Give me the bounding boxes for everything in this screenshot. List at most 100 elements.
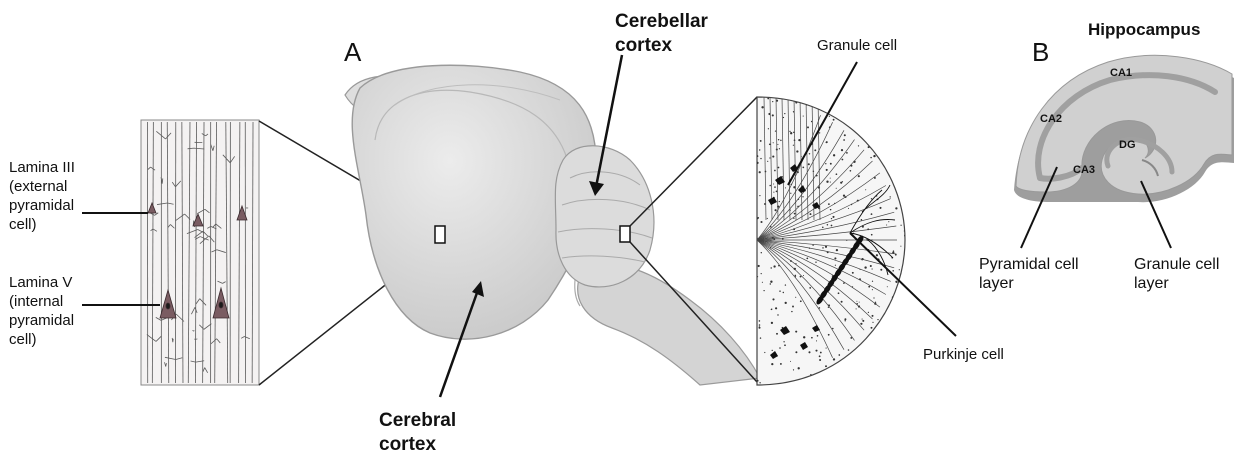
stipple-dot xyxy=(785,187,786,188)
stipple-dot xyxy=(772,101,773,102)
stipple-dot xyxy=(776,191,778,193)
stipple-dot xyxy=(815,261,816,262)
stipple-dot xyxy=(894,124,895,125)
stipple-dot xyxy=(803,116,804,117)
stipple-dot xyxy=(856,301,857,302)
stipple-dot xyxy=(904,230,905,231)
stipple-dot xyxy=(883,330,885,332)
stipple-dot xyxy=(905,342,907,344)
stipple-dot xyxy=(881,148,882,149)
stipple-dot xyxy=(833,154,835,156)
stipple-dot xyxy=(793,369,794,370)
stipple-dot xyxy=(800,300,802,302)
lamina3-line-4: cell) xyxy=(9,215,75,234)
stipple-dot xyxy=(773,192,774,193)
panel-b-label: B xyxy=(1032,38,1049,66)
stipple-dot xyxy=(780,140,781,141)
granule-cell-label: Granule cell xyxy=(817,36,897,55)
stipple-dot xyxy=(881,377,882,378)
stipple-dot xyxy=(873,114,874,115)
stipple-dot xyxy=(870,124,871,125)
stipple-dot xyxy=(757,276,758,277)
stipple-dot xyxy=(868,286,870,288)
cerebral-line-2: cortex xyxy=(379,433,456,457)
stipple-dot xyxy=(763,290,764,291)
ca2-label: CA2 xyxy=(1040,113,1062,126)
stipple-dot xyxy=(773,142,774,143)
stipple-dot xyxy=(870,116,872,118)
stipple-dot xyxy=(773,183,774,184)
brain-illustration xyxy=(345,55,760,397)
stipple-dot xyxy=(833,383,834,384)
stipple-dot xyxy=(864,266,866,268)
stipple-dot xyxy=(844,318,846,320)
cerebellar-line-2: cortex xyxy=(615,34,708,58)
stipple-dot xyxy=(863,382,865,384)
cerebellum-sample-box xyxy=(620,226,630,242)
stipple-dot xyxy=(861,219,862,220)
stipple-dot xyxy=(859,302,860,303)
stipple-dot xyxy=(852,272,854,274)
stipple-dot xyxy=(844,134,846,136)
stipple-dot xyxy=(772,298,774,300)
stipple-dot xyxy=(895,281,897,283)
stipple-dot xyxy=(777,144,778,145)
stipple-dot xyxy=(871,234,873,236)
stipple-dot xyxy=(772,114,774,116)
stipple-dot xyxy=(790,132,792,134)
stipple-dot xyxy=(880,269,882,271)
stipple-dot xyxy=(829,116,830,117)
stipple-dot xyxy=(790,361,791,362)
cortex-section xyxy=(82,120,259,385)
stipple-dot xyxy=(802,196,803,197)
stipple-dot xyxy=(795,331,797,333)
stipple-dot xyxy=(775,307,777,309)
stipple-dot xyxy=(830,209,832,211)
stipple-dot xyxy=(759,195,760,196)
stipple-dot xyxy=(882,373,884,375)
stipple-dot xyxy=(767,98,769,100)
stipple-dot xyxy=(903,148,904,149)
stipple-dot xyxy=(802,167,804,169)
stipple-dot xyxy=(796,150,798,152)
stipple-dot xyxy=(865,126,867,128)
stipple-dot xyxy=(853,369,854,370)
stipple-dot xyxy=(761,252,762,253)
stipple-dot xyxy=(810,213,812,215)
stipple-dot xyxy=(856,374,858,376)
stipple-dot xyxy=(848,121,849,122)
stipple-dot xyxy=(776,333,778,335)
stipple-dot xyxy=(848,208,849,209)
cerebellar-line-1: Cerebellar xyxy=(615,10,708,34)
stipple-dot xyxy=(779,148,780,149)
stipple-dot xyxy=(791,311,792,312)
lamina5-line-2: (internal xyxy=(9,292,74,311)
stipple-dot xyxy=(835,378,836,379)
stipple-dot xyxy=(826,169,828,171)
stipple-dot xyxy=(790,193,791,194)
stipple-dot xyxy=(857,113,859,115)
stipple-dot xyxy=(856,308,857,309)
stipple-dot xyxy=(759,324,761,326)
stipple-dot xyxy=(904,312,906,314)
stipple-dot xyxy=(759,171,761,173)
stipple-dot xyxy=(868,146,870,148)
stipple-dot xyxy=(850,170,852,172)
stipple-dot xyxy=(894,153,895,154)
stipple-dot xyxy=(904,173,905,174)
stipple-dot xyxy=(784,113,785,114)
stipple-dot xyxy=(822,227,824,229)
stipple-dot xyxy=(775,209,777,211)
stipple-dot xyxy=(833,100,834,101)
stipple-dot xyxy=(825,365,827,367)
stipple-dot xyxy=(848,349,850,351)
stipple-dot xyxy=(869,103,870,104)
stipple-dot xyxy=(785,284,786,285)
stipple-dot xyxy=(886,224,887,225)
stipple-dot xyxy=(780,363,782,365)
stipple-dot xyxy=(816,340,817,341)
stipple-dot xyxy=(841,301,843,303)
stipple-dot xyxy=(836,249,838,251)
stipple-dot xyxy=(894,145,895,146)
stipple-dot xyxy=(879,153,880,154)
